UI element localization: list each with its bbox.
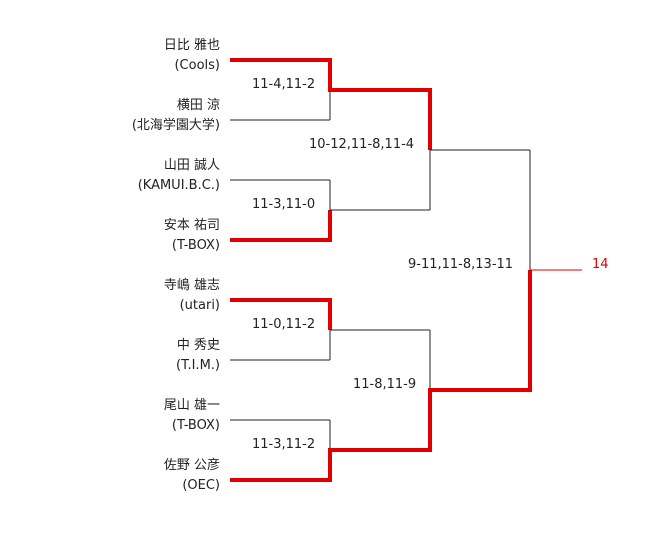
player-entry: 安本 祐司 (T-BOX) [20,216,220,256]
semi2-score: 11-8,11-9 [353,377,417,392]
semi1-score: 10-12,11-8,11-4 [309,137,415,152]
player-entry: 日比 雅也 (Cools) [20,36,220,76]
player-team: (T-BOX) [171,418,220,433]
r1-match4-score: 11-3,11-2 [252,437,316,452]
player-name: 横田 涼 [176,98,220,113]
player-entry: 山田 誠人 (KAMUI.B.C.) [20,156,220,196]
r1-match1-score: 11-4,11-2 [252,77,316,92]
player-name: 佐野 公彦 [163,458,220,473]
player-name: 日比 雅也 [163,38,220,53]
player-name: 中 秀史 [176,338,220,353]
player-team: (utari) [179,298,220,313]
player-name: 寺嶋 雄志 [163,278,220,293]
player-name: 安本 祐司 [163,218,220,233]
final-score: 9-11,11-8,13-11 [408,257,514,272]
player-team: (KAMUI.B.C.) [137,178,220,193]
player-name: 山田 誠人 [163,158,220,173]
player-team: (Cools) [174,58,220,73]
player-name: 尾山 雄一 [163,398,220,413]
player-team: (OEC) [182,478,220,493]
player-entry: 中 秀史 (T.I.M.) [20,336,220,376]
player-team: (T.I.M.) [176,358,220,373]
player-team: (北海学園大学) [131,118,220,133]
player-team: (T-BOX) [171,238,220,253]
player-entry: 横田 涼 (北海学園大学) [20,96,220,136]
player-entry: 寺嶋 雄志 (utari) [20,276,220,316]
player-entry: 佐野 公彦 (OEC) [20,456,220,496]
r1-match2-score: 11-3,11-0 [252,197,316,212]
player-entry: 尾山 雄一 (T-BOX) [20,396,220,436]
champion-label: 14 [592,257,609,272]
r1-match3-score: 11-0,11-2 [252,317,316,332]
